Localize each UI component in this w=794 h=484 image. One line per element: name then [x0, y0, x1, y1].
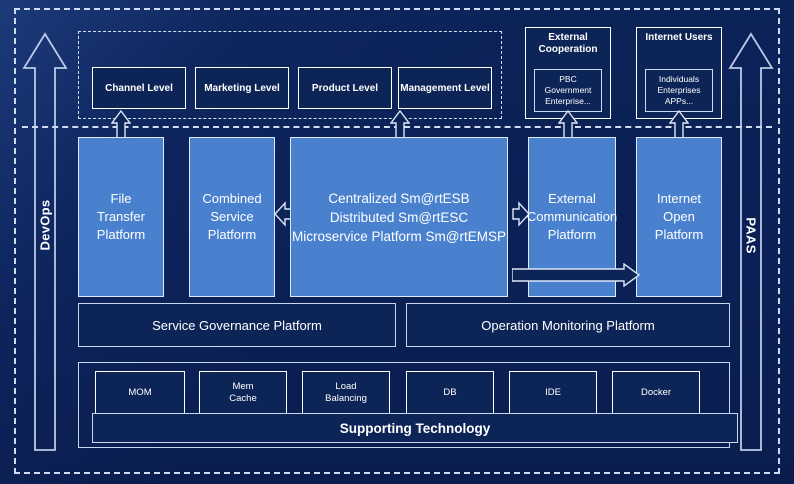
tech-label: Mem Cache [229, 381, 256, 405]
platform-internet-open-label: Internet Open Platform [655, 190, 703, 244]
tech-label-line: Mem [232, 381, 254, 392]
external-cooperation-box[interactable]: External Cooperation PBC Government Ente… [525, 27, 611, 119]
flow-arrow-up-management [390, 110, 410, 140]
internet-users-detail: Individuals Enterprises APPs... [645, 69, 713, 112]
label-line: Communication [526, 209, 618, 224]
platform-file-transfer[interactable]: File Transfer Platform [78, 137, 164, 297]
label-line: Platform [547, 227, 597, 242]
platform-internet-open[interactable]: Internet Open Platform [636, 137, 722, 297]
level-label: Management Level [400, 82, 490, 94]
external-cooperation-title: External Cooperation [538, 32, 598, 55]
tech-label: DB [443, 387, 457, 398]
label-line: Platform [654, 227, 704, 242]
tech-box-mom[interactable]: MOM [95, 371, 185, 415]
tech-label-line: Balancing [325, 393, 367, 404]
label-line: Microservice Platform Sm@rtEMSP [292, 228, 506, 244]
tech-label: Load Balancing [325, 381, 367, 405]
label-line: File [110, 191, 132, 206]
level-label: Channel Level [105, 82, 173, 94]
paas-arrow [728, 30, 774, 454]
tech-label-line: Cache [229, 393, 257, 404]
supporting-technology-container [78, 362, 730, 448]
tech-label: MOM [128, 387, 152, 398]
bar-operation-monitoring-label: Operation Monitoring Platform [481, 317, 655, 333]
tech-box-docker[interactable]: Docker [612, 371, 700, 415]
level-box-marketing[interactable]: Marketing Level [195, 67, 289, 109]
bar-service-governance[interactable]: Service Governance Platform [78, 303, 396, 347]
supporting-technology-bar-label: Supporting Technology [339, 420, 491, 436]
supporting-technology-bar[interactable]: Supporting Technology [92, 413, 738, 443]
flow-arrow-long-core-to-internet-open [512, 263, 640, 287]
label-line: External [548, 191, 596, 206]
tech-label-line: Load [335, 381, 357, 392]
tech-label: IDE [545, 387, 561, 398]
level-label: Product Level [311, 82, 379, 94]
devops-arrow [22, 30, 68, 454]
level-label: Marketing Level [204, 82, 280, 94]
internet-users-box[interactable]: Internet Users Individuals Enterprises A… [636, 27, 722, 119]
bar-service-governance-label: Service Governance Platform [152, 317, 322, 333]
internet-users-title: Internet Users [645, 32, 713, 43]
label-line: Platform [207, 227, 257, 242]
tech-box-ide[interactable]: IDE [509, 371, 597, 415]
label-line: Service [210, 209, 254, 224]
platform-combined-service-label: Combined Service Platform [202, 190, 261, 244]
platform-core-esb-label: Centralized Sm@rtESB Distributed Sm@rtES… [292, 189, 506, 246]
business-levels-group [78, 31, 502, 119]
label-line: Centralized Sm@rtESB [328, 190, 470, 206]
platform-file-transfer-label: File Transfer Platform [97, 190, 145, 244]
platform-external-communication-label: External Communication Platform [527, 190, 617, 244]
flow-arrow-up-channel [111, 110, 131, 140]
paas-arrow-label: PAAS [743, 217, 759, 254]
outer-dashed-boundary [14, 8, 780, 474]
tech-box-db[interactable]: DB [406, 371, 494, 415]
paas-arrow-shape [728, 32, 774, 451]
level-box-channel[interactable]: Channel Level [92, 67, 186, 109]
platform-core-esb[interactable]: Centralized Sm@rtESB Distributed Sm@rtES… [290, 137, 508, 297]
devops-arrow-label: DevOps [37, 199, 53, 251]
platform-combined-service[interactable]: Combined Service Platform [189, 137, 275, 297]
label-line: Combined [202, 191, 262, 206]
tech-box-mem-cache[interactable]: Mem Cache [199, 371, 287, 415]
tech-label: Docker [640, 387, 672, 398]
label-line: Internet [656, 191, 702, 206]
level-box-product[interactable]: Product Level [298, 67, 392, 109]
devops-arrow-shape [22, 32, 68, 451]
tech-box-load-balancing[interactable]: Load Balancing [302, 371, 390, 415]
bar-operation-monitoring[interactable]: Operation Monitoring Platform [406, 303, 730, 347]
label-line: Platform [96, 227, 146, 242]
label-line: Distributed Sm@rtESC [329, 209, 469, 225]
flow-arrow-up-external-cooperation [558, 110, 578, 140]
flow-arrow-up-internet-users [669, 110, 689, 140]
flow-arrow-right-core-to-external-comm [512, 201, 530, 227]
label-line: Open [663, 209, 695, 224]
label-line: Transfer [97, 209, 145, 224]
external-cooperation-detail: PBC Government Enterprise... [534, 69, 602, 112]
level-box-management[interactable]: Management Level [398, 67, 492, 109]
